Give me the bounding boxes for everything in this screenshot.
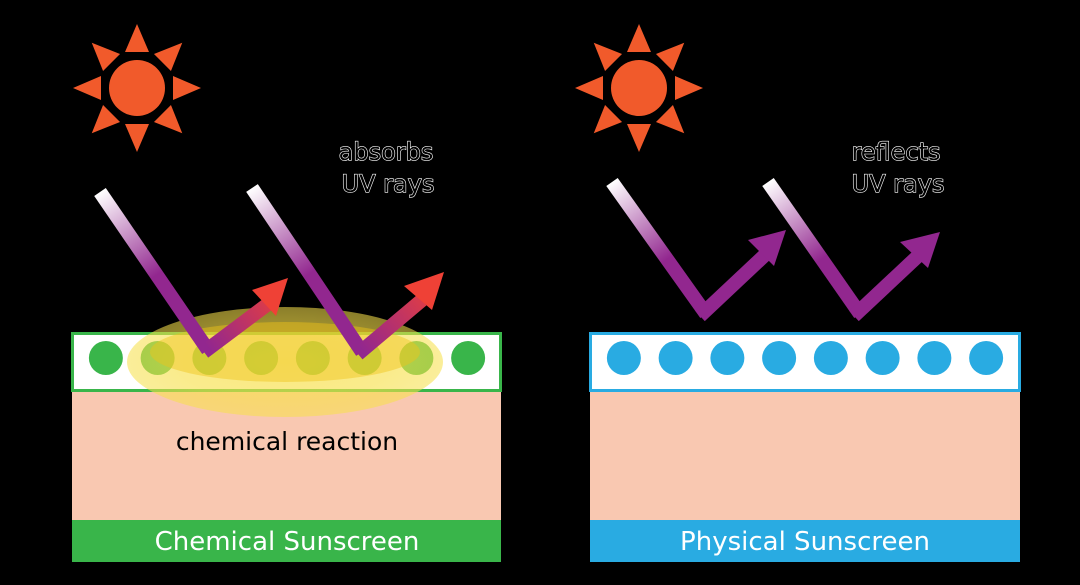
chemical-reaction-label: chemical reaction <box>176 427 398 456</box>
physical-action-label-line1: reflects <box>851 138 940 166</box>
sun-icon <box>73 24 201 152</box>
skin-layer <box>590 390 1020 520</box>
sun-ray <box>627 24 651 52</box>
sun-ray <box>173 76 201 100</box>
sun-core <box>611 60 667 116</box>
chemical-reaction-glow <box>127 307 443 417</box>
sun-ray <box>627 124 651 152</box>
chemical-title-bar <box>72 520 501 562</box>
uv-ray-arrow-icon <box>606 177 786 322</box>
sun-ray <box>91 104 121 134</box>
sunscreen-particle <box>606 341 641 375</box>
sun-ray <box>575 76 603 100</box>
uv-ray-arrow-icon <box>94 188 288 358</box>
chemical-title: Chemical Sunscreen <box>155 527 420 557</box>
sunscreen-particle <box>658 341 693 375</box>
sun-ray <box>153 104 183 134</box>
sun-ray <box>655 104 685 134</box>
sun-ray <box>73 76 101 100</box>
sunscreen-particle <box>451 341 486 375</box>
sunscreen-particle <box>969 341 1004 375</box>
physical-particles <box>606 341 1004 375</box>
sunscreen-particle <box>813 341 848 375</box>
sun-ray <box>675 76 703 100</box>
uv-ray-arrow-icon <box>246 184 444 360</box>
physical-title: Physical Sunscreen <box>680 527 930 557</box>
physical-title-bar <box>590 520 1020 562</box>
sunscreen-particle <box>88 341 123 375</box>
chemical-action-label-line1: absorbs <box>339 138 434 166</box>
chemical-panel: absorbs UV rays chemical reaction Chemic… <box>71 24 502 562</box>
sunscreen-particle <box>762 341 797 375</box>
sunscreen-particle <box>710 341 745 375</box>
physical-action-label-line2: UV rays <box>852 170 945 198</box>
sun-ray <box>91 42 121 72</box>
sun-ray <box>125 24 149 52</box>
sun-core <box>109 60 165 116</box>
sun-icon <box>575 24 703 152</box>
sun-ray <box>153 42 183 72</box>
sun-ray <box>125 124 149 152</box>
sunscreen-particle <box>917 341 952 375</box>
sunscreen-particle <box>865 341 900 375</box>
sun-ray <box>593 42 623 72</box>
chemical-action-label-line2: UV rays <box>342 170 435 198</box>
sun-ray <box>593 104 623 134</box>
sun-ray <box>655 42 685 72</box>
uv-ray-arrow-icon <box>762 177 940 322</box>
sunscreen-layer <box>589 332 1021 392</box>
physical-panel: reflects UV rays Physical Sunscreen <box>575 24 1021 562</box>
